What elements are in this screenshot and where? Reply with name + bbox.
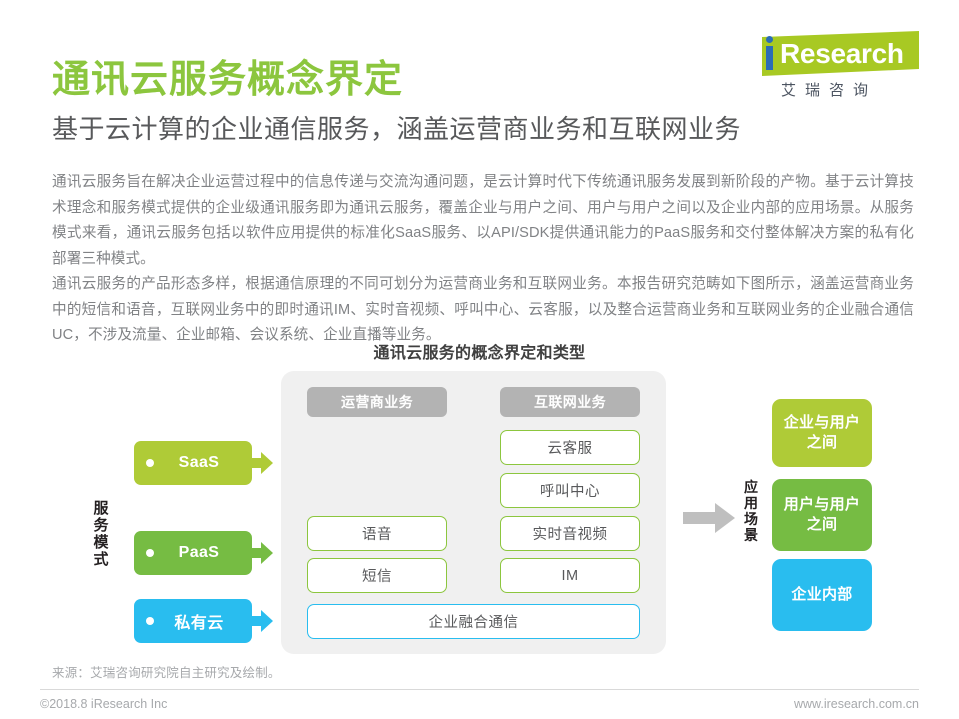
bullet-dot-icon — [146, 459, 154, 467]
scene-card-text-2: 企业内部 — [791, 586, 853, 603]
footer-website: www.iresearch.com.cn — [793, 697, 919, 711]
service-mode-label: 服务模式 — [93, 500, 109, 568]
diagram-title: 通讯云服务的概念界定和类型 — [373, 345, 586, 362]
application-scene-label: 应用场景 — [744, 479, 758, 543]
box-im[interactable]: IM — [500, 558, 640, 593]
scene-card-enterprise-to-user[interactable]: 企业与用户 之间 — [772, 399, 872, 467]
scene-line-1: 企业与用户 — [783, 414, 861, 431]
body-paragraphs: 通讯云服务旨在解决企业运营过程中的信息传递与交流沟通问题，是云计算时代下传统通讯… — [52, 170, 914, 349]
logo-i-dot-icon — [766, 36, 773, 43]
scene-card-user-to-user[interactable]: 用户与用户 之间 — [772, 479, 872, 551]
logo-brand-cn: 艾瑞咨询 — [781, 82, 878, 99]
box-call-center[interactable]: 呼叫中心 — [500, 473, 640, 508]
footer-divider — [40, 689, 919, 690]
logo-i-stem-icon — [766, 46, 773, 70]
logo-shape-icon — [762, 31, 919, 76]
service-mode-saas[interactable]: SaaS — [134, 441, 252, 485]
scene-line-2: 之间 — [806, 516, 838, 533]
box-real-time-av[interactable]: 实时音视频 — [500, 516, 640, 551]
service-mode-label-1: PaaS — [178, 544, 220, 561]
scene-card-text-1: 用户与用户 之间 — [784, 495, 861, 535]
box-voice[interactable]: 语音 — [307, 516, 447, 551]
footer-copyright: ©2018.8 iResearch Inc — [40, 697, 168, 711]
box-sms[interactable]: 短信 — [307, 558, 447, 593]
service-mode-label-2: 私有云 — [174, 615, 224, 632]
source-note: 来源：艾瑞咨询研究院自主研究及绘制。 — [52, 666, 281, 680]
scene-line-2: 之间 — [806, 434, 838, 451]
bullet-dot-icon — [146, 617, 154, 625]
service-mode-private-cloud[interactable]: 私有云 — [134, 599, 252, 643]
scene-line-1: 用户与用户 — [783, 496, 861, 513]
arrow-right-icon-saas — [248, 452, 273, 474]
arrow-right-icon-paas — [248, 542, 273, 564]
paragraph-1: 通讯云服务旨在解决企业运营过程中的信息传递与交流沟通问题，是云计算时代下传统通讯… — [52, 174, 914, 267]
arrow-right-icon-private-cloud — [248, 610, 273, 632]
page-subtitle: 基于云计算的企业通信服务，涵盖运营商业务和互联网业务 — [52, 114, 742, 144]
business-type-panel: 运营商业务 互联网业务 语音 短信 云客服 呼叫中心 实时音视频 IM 企业融合… — [281, 371, 666, 654]
box-unified-communication[interactable]: 企业融合通信 — [307, 604, 640, 639]
flow-arrow-right-icon — [683, 503, 735, 533]
paragraph-2: 通讯云服务的产品形态多样，根据通信原理的不同可划分为运营商业务和互联网业务。本报… — [52, 276, 914, 343]
page-title: 通讯云服务概念界定 — [52, 59, 404, 101]
column-header-internet: 互联网业务 — [500, 387, 640, 417]
scene-card-enterprise-internal[interactable]: 企业内部 — [772, 559, 872, 631]
box-cloud-customer-service[interactable]: 云客服 — [500, 430, 640, 465]
column-header-carrier: 运营商业务 — [307, 387, 447, 417]
logo-brand-name: Research — [780, 38, 904, 69]
iresearch-logo: Research 艾瑞咨询 — [744, 31, 919, 103]
service-mode-paas[interactable]: PaaS — [134, 531, 252, 575]
scene-card-text-0: 企业与用户 之间 — [784, 413, 861, 453]
bullet-dot-icon — [146, 549, 154, 557]
service-mode-label-0: SaaS — [178, 454, 220, 471]
